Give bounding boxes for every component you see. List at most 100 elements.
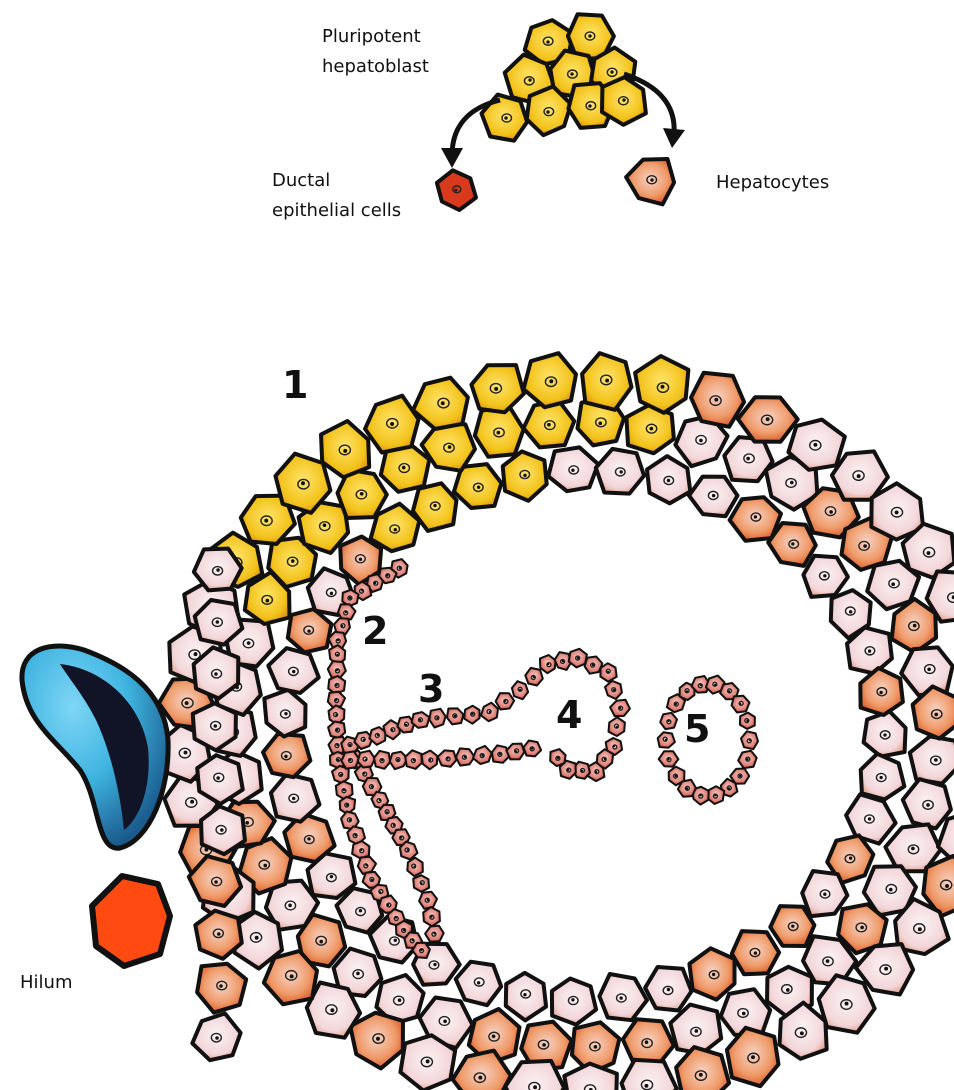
hepatocyte-cell — [864, 711, 906, 756]
hepatocyte-cell — [647, 456, 690, 503]
ductal-plate-cell — [425, 926, 444, 942]
ductal-plate-cell — [412, 943, 430, 958]
hepatocyte-cell — [505, 1061, 564, 1090]
ductal-plate-cell — [338, 604, 356, 619]
hepatocyte-cell — [271, 774, 320, 822]
hepatocyte-cell — [321, 421, 369, 477]
hilum-structures — [22, 646, 170, 966]
bile-duct-cell — [600, 663, 616, 681]
bile-duct-cell — [732, 696, 750, 713]
hepatic-artery-shape — [92, 876, 170, 966]
bile-duct-cell — [447, 708, 463, 724]
hepatocyte-cell — [803, 556, 848, 597]
stage-1-label: 1 — [282, 363, 308, 407]
hepatocytes-label: Hepatocytes — [716, 172, 829, 193]
hepatocyte-cell — [910, 736, 954, 783]
hepatocyte-cell — [264, 690, 305, 737]
bile-duct-cell — [341, 751, 359, 768]
hepatocyte-cell — [193, 703, 236, 750]
bile-duct-cell — [660, 713, 677, 729]
bile-duct-cell — [550, 749, 565, 766]
arrowhead-hepatocytes — [663, 128, 685, 148]
ductal-epithelial-cell — [437, 170, 476, 210]
stage-3-label: 3 — [418, 667, 444, 711]
bile-duct-cell — [525, 668, 543, 686]
hepatocyte-cell — [548, 447, 598, 491]
hepatocyte-cell — [197, 964, 246, 1013]
bile-duct-cell — [708, 786, 724, 804]
hepatocyte-cell — [552, 979, 596, 1025]
ductal-label-line2: epithelial cells — [272, 200, 401, 221]
bile-duct-cell — [422, 751, 438, 770]
hepatocyte-cell — [263, 734, 310, 777]
hepatocyte-cell — [365, 396, 419, 453]
hepatocyte-cell — [596, 449, 644, 494]
hepatocyte-cell — [903, 779, 951, 828]
hepatocyte-cell — [471, 365, 524, 412]
bile-duct-cell — [412, 712, 430, 728]
hepatocyte-cell — [582, 353, 631, 410]
bile-duct-cell — [610, 700, 630, 716]
bile-duct-cell — [456, 748, 475, 765]
hepatocyte-cell — [400, 1035, 455, 1090]
hepatocyte-cell — [770, 906, 814, 946]
hepatocyte-cell — [268, 648, 319, 693]
arrowhead-ductal — [441, 148, 463, 168]
hepatocyte-cell — [201, 806, 245, 854]
ductal-plate-cell — [336, 781, 353, 799]
stage-5-label: 5 — [684, 707, 710, 751]
bile-duct-cell — [496, 693, 514, 709]
ductal-plate-cell — [328, 661, 346, 677]
pluripotent-label-line2: hepatoblast — [322, 56, 429, 77]
hepatocyte-cell — [901, 647, 952, 695]
bile-duct-cell — [405, 750, 422, 769]
ductal-label-line1: Ductal — [272, 170, 330, 191]
hepatocyte-cell — [645, 967, 691, 1011]
hepatocyte-cell — [860, 668, 903, 715]
hepatocyte-cell — [475, 406, 524, 456]
bile-duct-cell — [609, 717, 625, 736]
bile-duct-cell — [540, 655, 556, 673]
hepatocyte-cell — [456, 962, 502, 1006]
hepatocyte-cell — [506, 973, 546, 1021]
bile-duct-cell — [464, 706, 479, 724]
ductal-plate-cell — [413, 875, 429, 892]
hepatocyte-cell — [288, 609, 332, 652]
ductal-plate — [328, 559, 758, 958]
hepatocyte-cell — [599, 974, 647, 1020]
ductal-plate-cell — [407, 858, 423, 876]
bile-duct-cell — [438, 750, 457, 766]
bile-duct-cell — [605, 681, 622, 699]
bile-duct-cell — [738, 751, 757, 768]
bile-duct-cell — [659, 751, 679, 766]
hepatocyte-cell — [564, 1064, 617, 1090]
hepatocyte-cell — [524, 353, 577, 407]
hepatocyte-cell — [350, 1013, 403, 1069]
stage-2-label: 2 — [362, 609, 388, 653]
hepatocyte-cell — [732, 931, 779, 974]
hilum-label: Hilum — [20, 972, 72, 993]
bile-duct-cell — [512, 681, 528, 699]
bile-duct-cell — [741, 731, 758, 749]
hepatocyte-cell — [194, 549, 242, 591]
hepatocyte-cell — [635, 356, 688, 413]
bile-duct-cell — [658, 732, 675, 748]
ductal-plate-cell — [352, 841, 369, 858]
hepatocyte-cell — [622, 1060, 677, 1090]
ductal-plate-cell — [328, 722, 345, 739]
bile-duct-cell — [740, 713, 755, 729]
hepatocyte-cell — [689, 477, 738, 517]
hepatocyte-cell — [413, 378, 468, 429]
hepatocyte-cell — [503, 451, 547, 500]
bile-duct-cell — [524, 741, 542, 757]
bile-duct-cell — [429, 709, 445, 728]
hepatocyte-cell — [676, 1047, 729, 1090]
bile-duct-cell — [374, 751, 390, 769]
bile-duct-cell — [506, 744, 524, 760]
stage-4-label: 4 — [556, 693, 582, 737]
ductal-plate-cell — [419, 892, 437, 909]
hepatocyte-cell — [738, 397, 798, 442]
hepatocyte-cell — [689, 948, 734, 999]
